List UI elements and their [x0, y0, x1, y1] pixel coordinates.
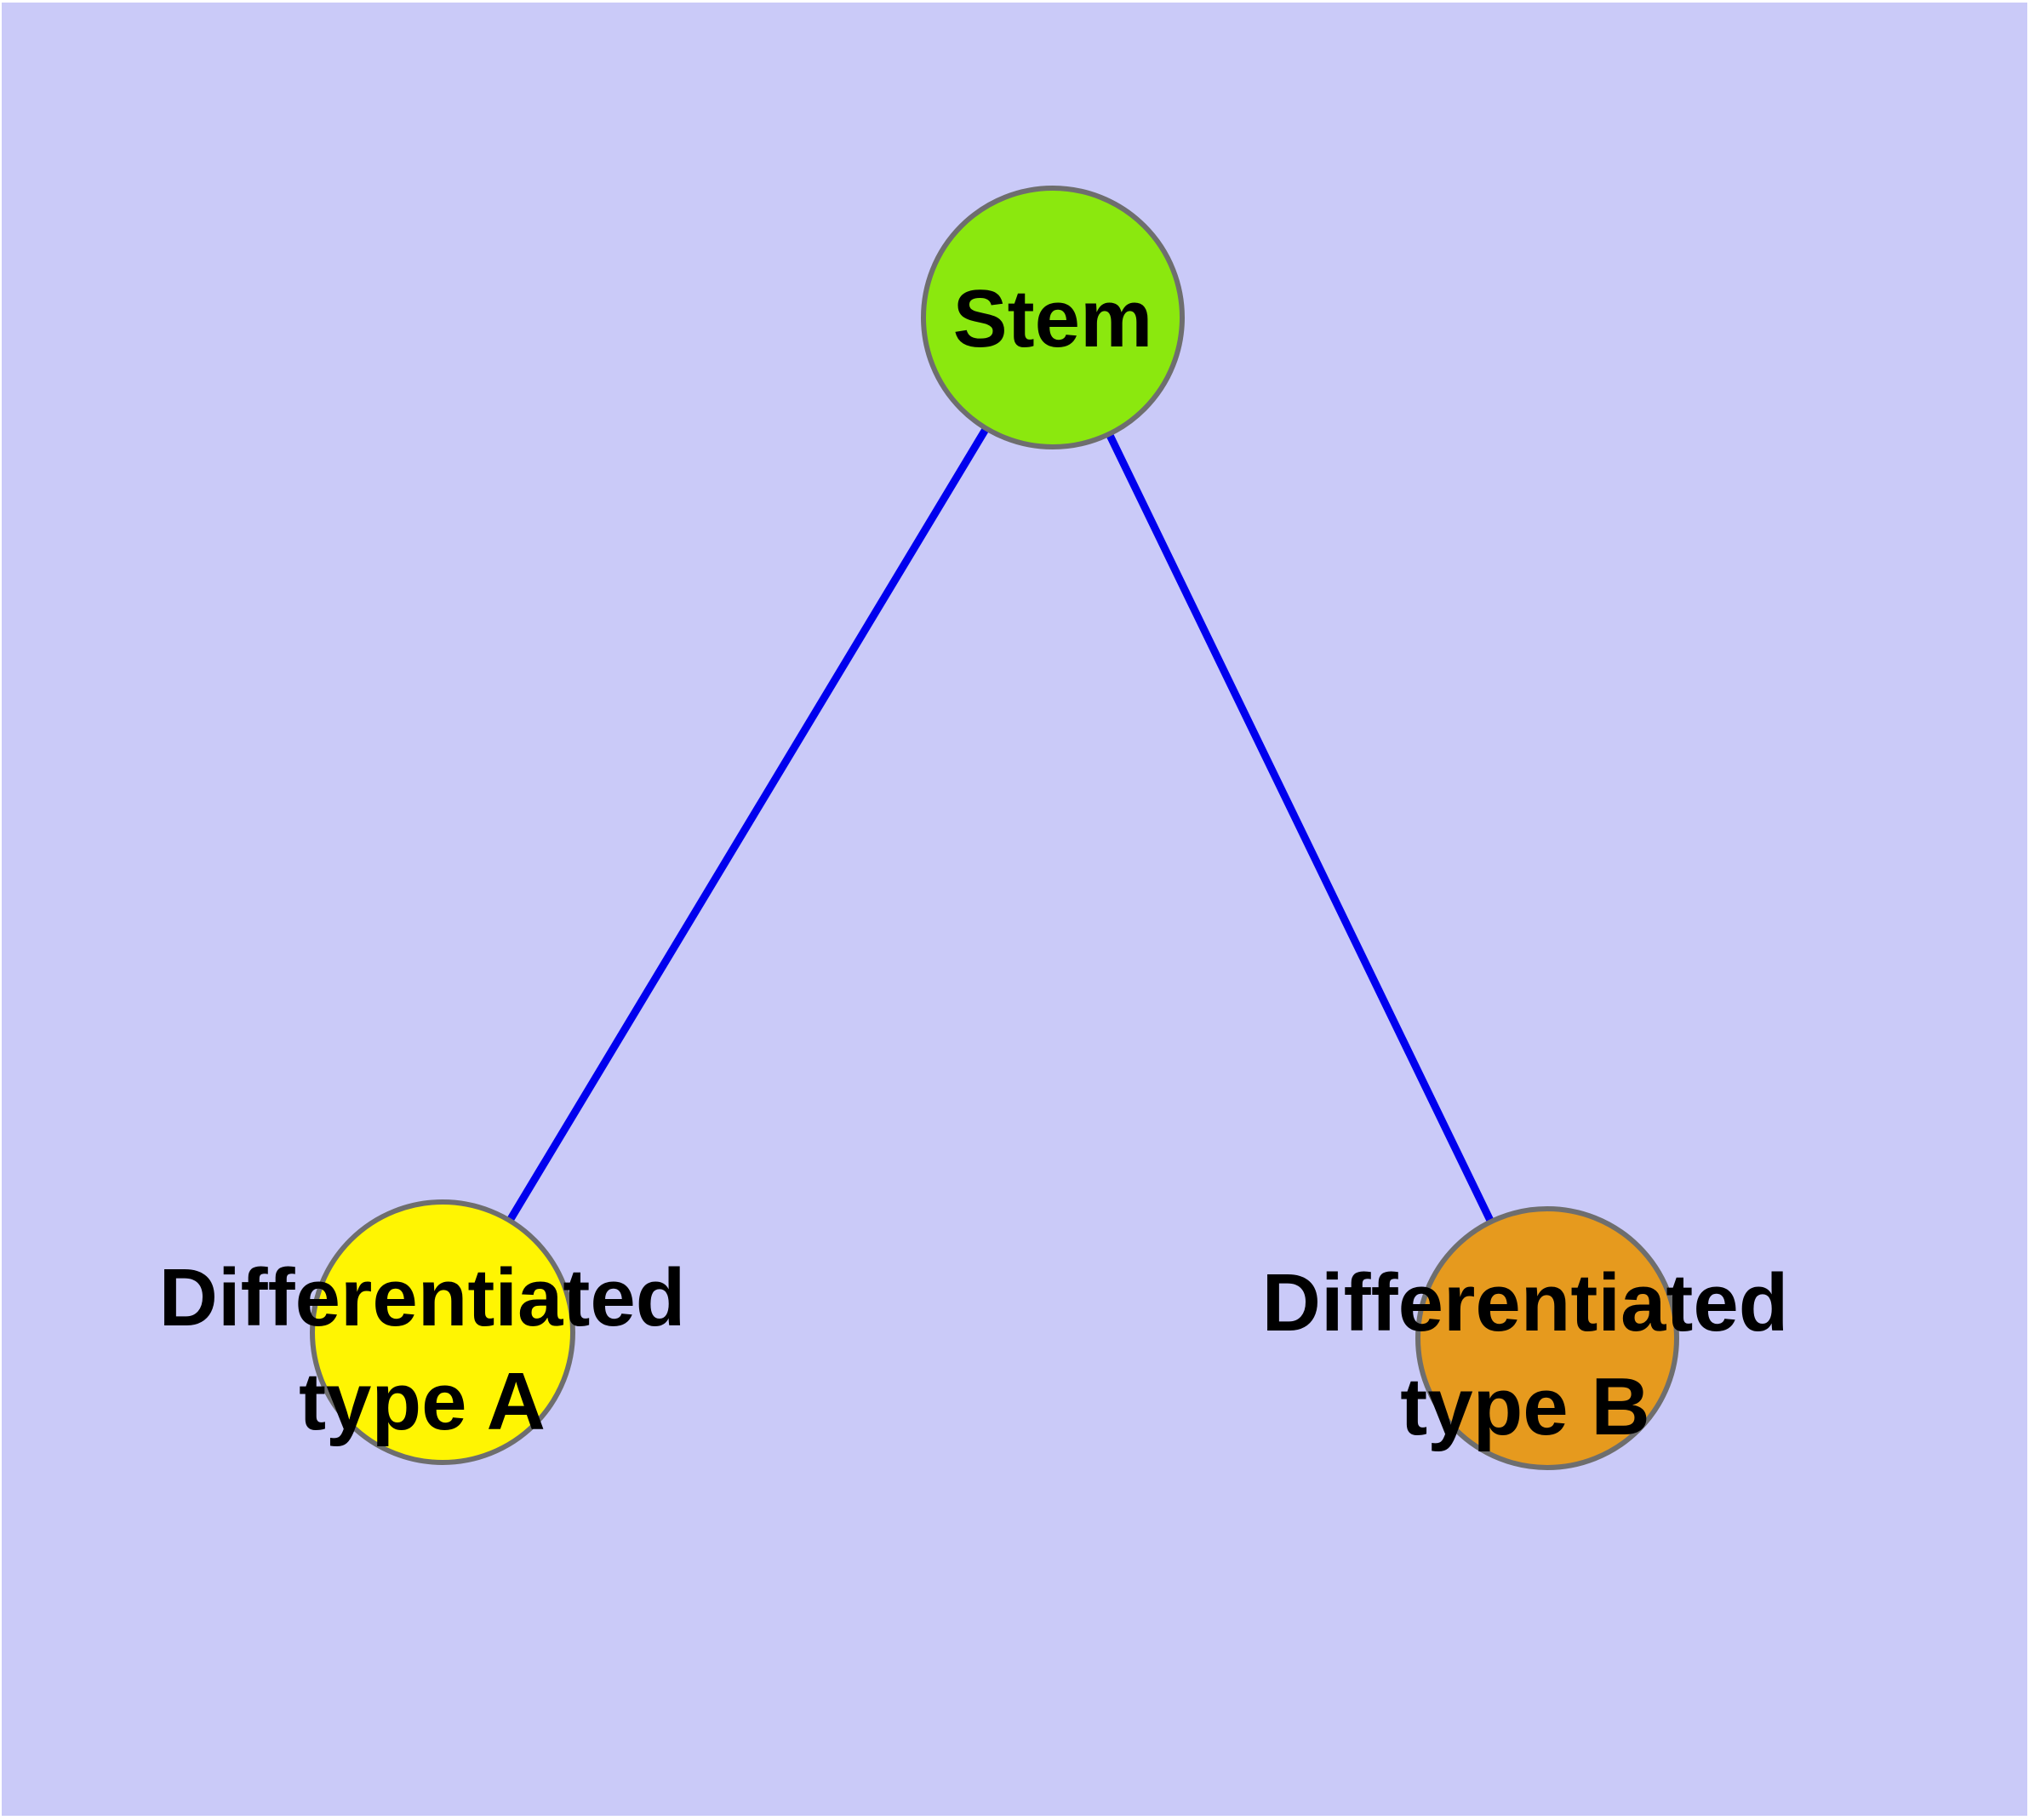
- node-differentiated-type-b-circle: [1415, 1206, 1679, 1470]
- node-differentiated-type-a-label: Differentiated type A: [158, 1252, 686, 1447]
- node-stem-label: Stem: [952, 273, 1153, 364]
- node-stem-circle: [921, 186, 1185, 449]
- node-differentiated-type-b-label: Differentiated type B: [1261, 1257, 1789, 1452]
- edge-stem-to-typeA: [439, 315, 1056, 1335]
- node-differentiated-type-a-circle: [310, 1199, 575, 1465]
- edge-stem-to-typeB: [1049, 316, 1552, 1340]
